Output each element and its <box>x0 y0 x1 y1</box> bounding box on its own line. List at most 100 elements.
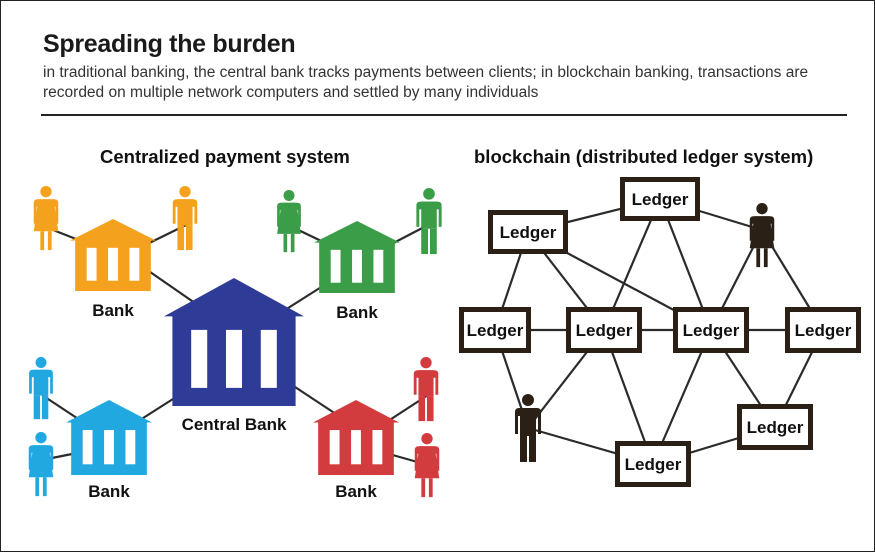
ledger-node-8: Ledger <box>615 441 691 487</box>
person-torso <box>177 199 193 226</box>
ledger-node-5: Ledger <box>673 307 749 353</box>
bank-column <box>129 247 140 281</box>
ledger-face <box>571 312 637 348</box>
person-head <box>420 357 432 369</box>
person-icon-orange-female <box>33 186 59 251</box>
person-icon-cyan-female <box>28 432 54 497</box>
bank-column <box>372 430 383 465</box>
person-leg <box>763 248 768 268</box>
person-dress <box>277 202 301 234</box>
ledger-face <box>742 409 808 445</box>
bank-icon-cyan: Bank <box>66 400 152 501</box>
person-leg <box>47 231 52 251</box>
bank-roof <box>313 400 399 423</box>
bank-column <box>260 329 277 388</box>
bank-label: Central Bank <box>182 415 287 434</box>
bank-column <box>191 329 208 388</box>
person-head <box>421 433 433 445</box>
person-leg <box>520 436 527 462</box>
person-leg <box>529 436 536 462</box>
centralized-heading: Centralized payment system <box>100 146 350 167</box>
person-head <box>35 357 47 368</box>
ledger-label: Ledger <box>747 418 804 437</box>
central-bank-icon: Central Bank <box>164 278 304 434</box>
bank-column <box>86 247 97 281</box>
ledger-face <box>493 215 563 249</box>
person-head <box>35 432 47 444</box>
bank-column <box>125 430 136 465</box>
person-head <box>179 186 191 198</box>
bank-column <box>82 430 93 465</box>
person-icon-red-male <box>413 357 439 422</box>
infographic-subtitle: in traditional banking, the central bank… <box>43 64 809 101</box>
person-torso <box>520 408 536 436</box>
person-leg <box>428 478 433 498</box>
person-torso <box>421 201 437 229</box>
person-head <box>40 186 52 198</box>
person-torso <box>33 369 49 396</box>
person-leg <box>177 225 185 251</box>
ledger-face <box>678 312 744 348</box>
person-torso <box>418 370 434 397</box>
ledger-label: Ledger <box>467 321 524 340</box>
person-icon-orange-male <box>172 186 198 251</box>
person-head <box>423 188 435 200</box>
ledger-node-3: Ledger <box>459 307 531 353</box>
bank-label: Bank <box>92 301 134 320</box>
person-icon-green-male <box>416 188 442 255</box>
ledger-face <box>464 312 526 348</box>
person-leg <box>35 477 40 497</box>
bank-column <box>108 247 118 281</box>
ledger-label: Ledger <box>683 321 740 340</box>
ledger-label: Ledger <box>576 321 633 340</box>
person-leg <box>756 248 761 268</box>
bank-roof <box>66 400 152 423</box>
bank-label: Bank <box>88 482 130 501</box>
person-icon-network-male <box>515 394 541 462</box>
ledger-face <box>625 182 695 216</box>
person-head <box>756 203 768 215</box>
bank-roof <box>164 278 304 317</box>
person-dress <box>414 446 440 479</box>
person-dress <box>33 199 59 232</box>
bank-column <box>225 329 243 388</box>
ledger-face <box>790 312 856 348</box>
bank-column <box>352 249 362 283</box>
person-dress <box>28 445 54 478</box>
person-leg <box>426 396 434 422</box>
person-icon-network-female <box>749 203 775 268</box>
person-leg <box>42 477 47 497</box>
ledger-node-7: Ledger <box>737 404 813 450</box>
ledger-node-2: Ledger <box>620 177 700 221</box>
ledger-label: Ledger <box>632 190 689 209</box>
person-head <box>283 190 295 201</box>
bank-icon-red: Bank <box>313 400 399 501</box>
bank-column <box>351 430 361 465</box>
blockchain-heading: blockchain (distributed ledger system) <box>474 146 814 167</box>
bank-roof <box>314 221 400 243</box>
bank-label: Bank <box>336 303 378 322</box>
person-leg <box>33 395 41 420</box>
title-divider <box>41 114 847 116</box>
ledger-label: Ledger <box>795 321 852 340</box>
bank-icon-green: Bank <box>314 221 400 322</box>
person-icon-red-female <box>414 433 440 498</box>
person-leg <box>40 231 45 251</box>
bank-roof <box>70 219 156 241</box>
bank-label: Bank <box>335 482 377 501</box>
person-dress <box>749 216 775 249</box>
ledger-label: Ledger <box>500 223 557 242</box>
person-leg <box>418 396 426 422</box>
person-leg <box>421 478 426 498</box>
person-icon-cyan-male <box>29 357 53 420</box>
person-icons <box>28 186 775 498</box>
person-leg <box>421 228 429 255</box>
ledger-face <box>620 446 686 482</box>
ledger-node-6: Ledger <box>785 307 861 353</box>
person-icon-green-female <box>277 190 301 253</box>
ledger-label: Ledger <box>625 455 682 474</box>
person-leg <box>429 228 437 255</box>
